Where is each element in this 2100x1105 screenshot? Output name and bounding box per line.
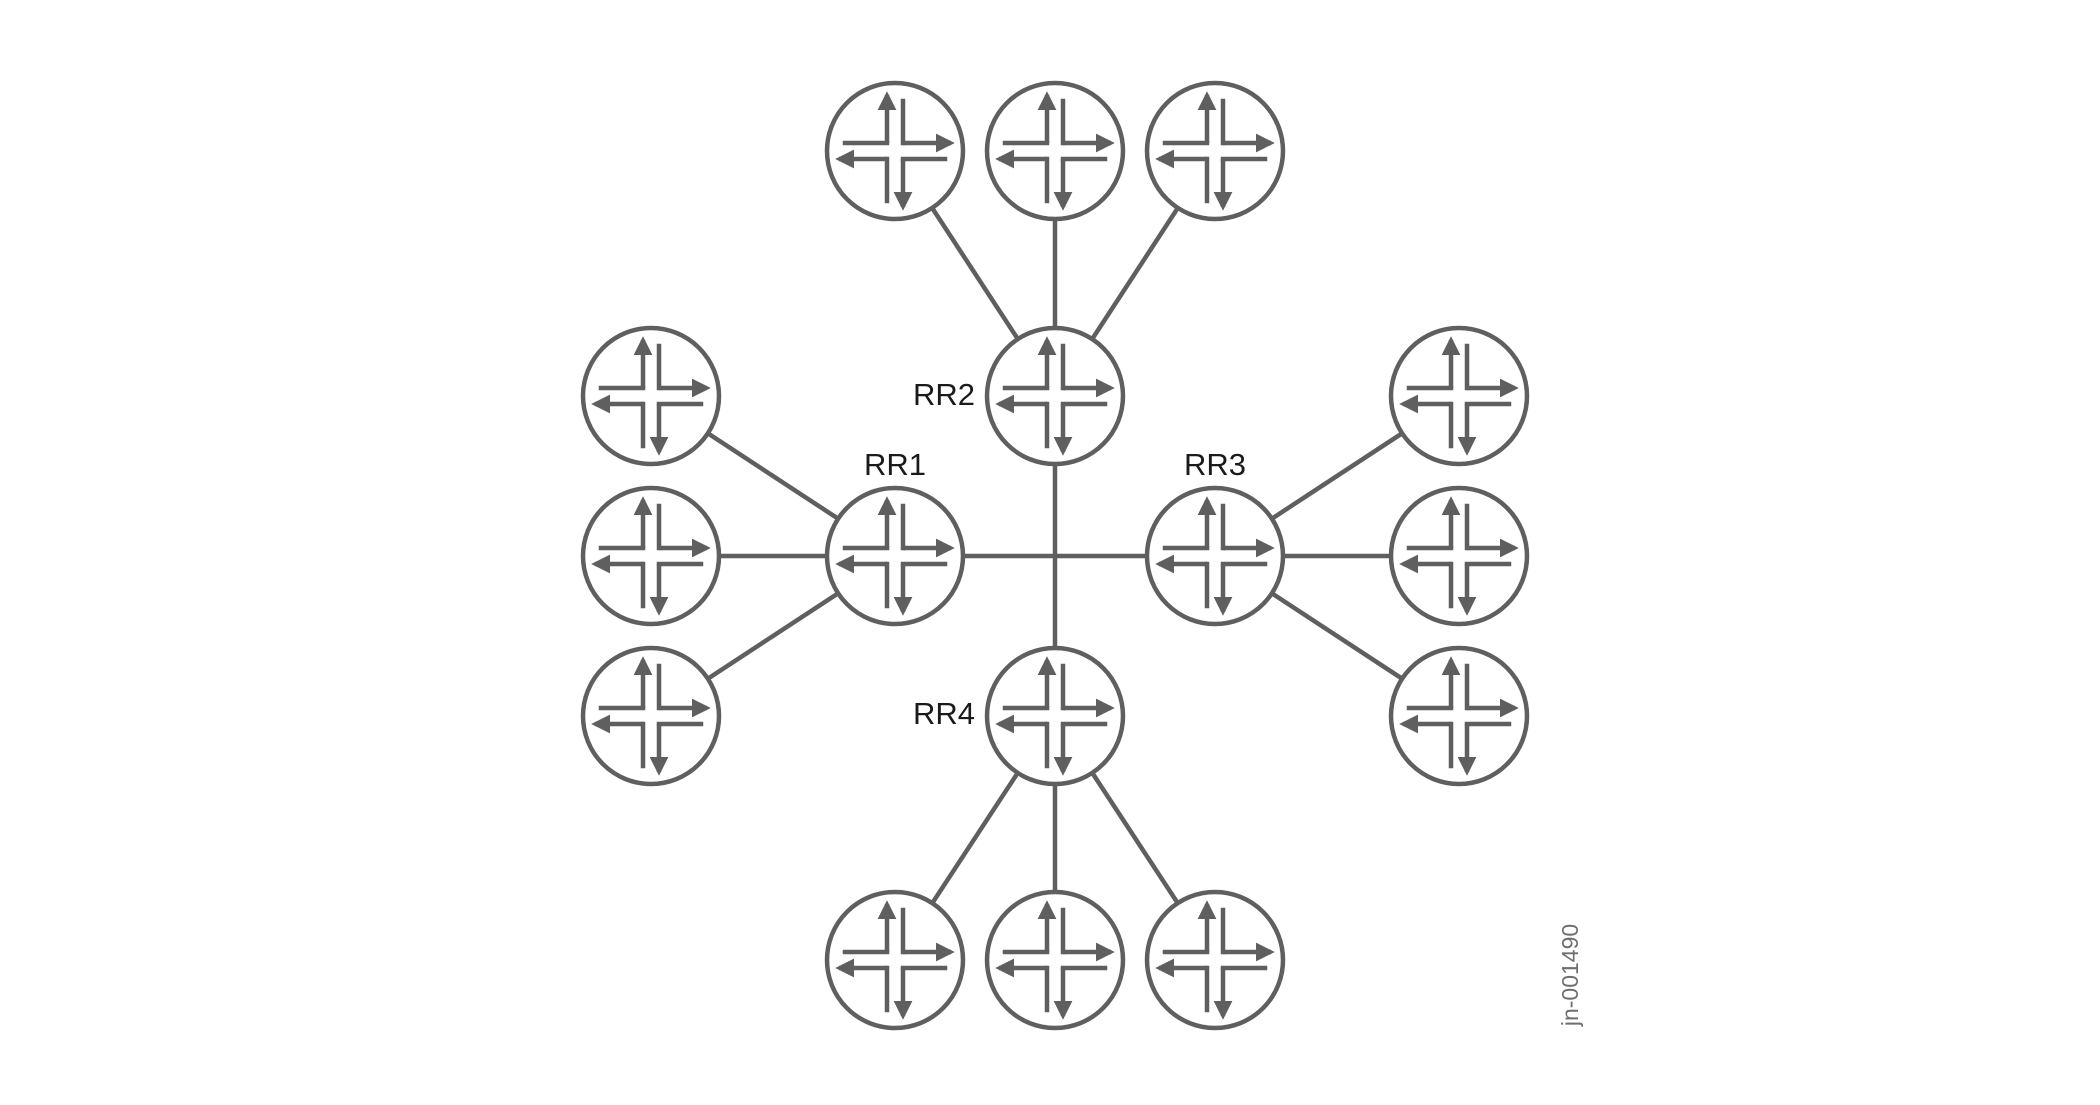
router-icon (591, 496, 711, 616)
router-circle (984, 645, 1126, 787)
router-circle (984, 80, 1126, 222)
rr2-client-router-1 (824, 80, 966, 222)
router-circle (1388, 645, 1530, 787)
rr2-router (984, 325, 1126, 467)
router-icon (835, 496, 955, 616)
rr3-client-router-2 (1388, 485, 1530, 627)
router-circle (824, 80, 966, 222)
router-icon (995, 336, 1115, 456)
router-icon (1399, 496, 1519, 616)
rr1-router (824, 485, 966, 627)
rr4-router (984, 645, 1126, 787)
rr2-client-router-3 (1144, 80, 1286, 222)
router-icon (1155, 91, 1275, 211)
rr1-client-router-2 (580, 485, 722, 627)
rr4-client-router-1 (824, 889, 966, 1031)
router-icon (835, 91, 955, 211)
router-circle (1144, 485, 1286, 627)
router-icon (1155, 900, 1275, 1020)
rr3-client-router-1 (1388, 325, 1530, 467)
router-circle (824, 485, 966, 627)
figure-id-label: jn-001490 (1557, 924, 1583, 1027)
router-icon (995, 900, 1115, 1020)
router-circle (580, 485, 722, 627)
rr4-client-router-2 (984, 889, 1126, 1031)
router-circle (1144, 889, 1286, 1031)
router-circle (984, 889, 1126, 1031)
rr3-client-router-3 (1388, 645, 1530, 787)
rr2-client-router-2 (984, 80, 1126, 222)
router-icon (835, 900, 955, 1020)
router-circle (1388, 485, 1530, 627)
routers-layer (580, 80, 1530, 1031)
router-circle (1388, 325, 1530, 467)
router-circle (984, 325, 1126, 467)
router-icon (1155, 496, 1275, 616)
rr2-label: RR2 (913, 377, 975, 412)
router-circle (824, 889, 966, 1031)
labels-layer: RR1 RR2 RR3 RR4 jn-001490 (864, 377, 1583, 1027)
rr1-client-router-3 (580, 645, 722, 787)
router-circle (580, 645, 722, 787)
router-icon (995, 91, 1115, 211)
router-icon (1399, 656, 1519, 776)
rr1-label: RR1 (864, 447, 926, 482)
rr1-client-router-1 (580, 325, 722, 467)
rr4-label: RR4 (913, 696, 975, 731)
links-layer (649, 149, 1461, 962)
router-icon (591, 336, 711, 456)
router-icon (1399, 336, 1519, 456)
router-circle (580, 325, 722, 467)
router-icon (591, 656, 711, 776)
rr3-router (1144, 485, 1286, 627)
rr3-label: RR3 (1184, 447, 1246, 482)
rr4-client-router-3 (1144, 889, 1286, 1031)
router-icon (995, 656, 1115, 776)
router-circle (1144, 80, 1286, 222)
